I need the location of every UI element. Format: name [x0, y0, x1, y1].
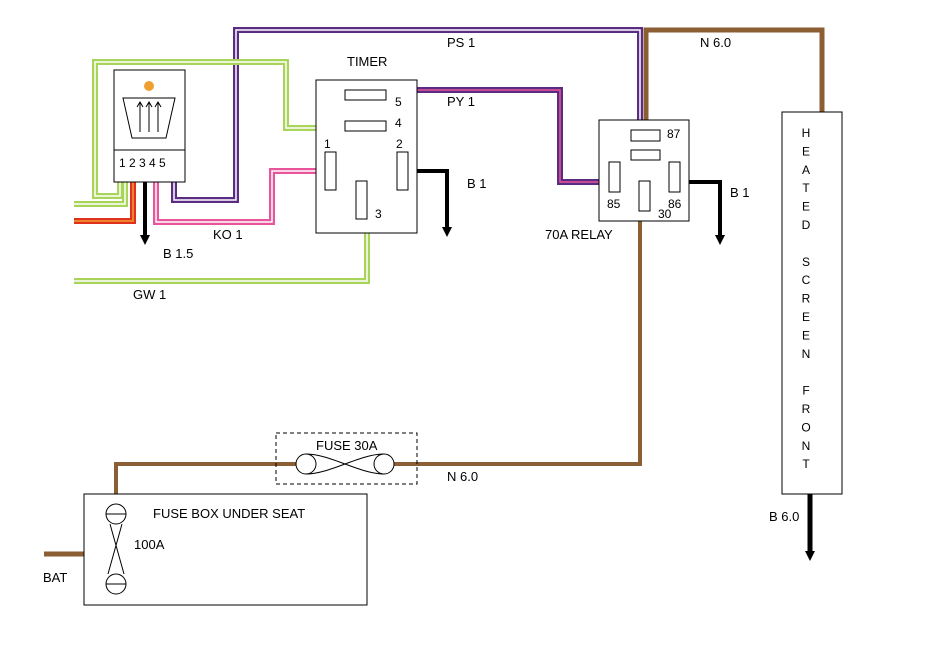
- relay-terminal-86: [668, 161, 681, 193]
- wire-label-b-timer: B 1: [467, 176, 487, 191]
- relay-terminal-87: [630, 129, 661, 142]
- battery-label: BAT: [43, 570, 67, 585]
- wire-green-offpage: [74, 182, 128, 207]
- fuse-terminal-right-icon: [373, 453, 395, 475]
- wire-label-b-switch: B 1.5: [163, 246, 193, 261]
- wire-label-ps: PS 1: [447, 35, 475, 50]
- screen-letter: R: [802, 292, 811, 306]
- timer-pin-2: 2: [396, 137, 403, 151]
- screen-letter: E: [802, 310, 810, 324]
- screen-letter: N: [802, 347, 811, 361]
- wire-label-b-relay: B 1: [730, 185, 750, 200]
- relay-pin-85: 85: [607, 197, 621, 211]
- screen-letter: O: [801, 420, 810, 434]
- fuse-link-icon: [305, 453, 385, 475]
- wire-label-b-screen: B 6.0: [769, 509, 799, 524]
- wire-red-offpage: [74, 182, 136, 224]
- wire-label-gw: GW 1: [133, 287, 166, 302]
- relay-terminal-85: [608, 161, 621, 193]
- wire-b-timer: [408, 169, 452, 237]
- wire-py: [390, 87, 608, 185]
- fuse-30a: [275, 432, 418, 485]
- wire-green-upper: [92, 59, 345, 199]
- timer-pin-5: 5: [395, 95, 402, 109]
- timer-terminal-4: [344, 120, 387, 132]
- fuse-box-under-seat: [83, 493, 368, 606]
- wire-b-relay: [680, 180, 725, 245]
- screen-letter: E: [802, 328, 810, 342]
- wire-ko: [153, 168, 325, 225]
- switch-indicator-lamp: [144, 81, 154, 91]
- timer-title: TIMER: [347, 54, 387, 69]
- fuse-terminal-left-icon: [295, 453, 317, 475]
- screen-letter: E: [802, 144, 810, 158]
- screen-letter: H: [802, 126, 811, 140]
- relay-pin-86: 86: [668, 197, 682, 211]
- heated-screen-switch: 1 2 3 4 5: [113, 69, 186, 183]
- timer-terminal-3: [355, 180, 368, 220]
- timer-pin-4: 4: [395, 116, 402, 130]
- wire-label-ko: KO 1: [213, 227, 243, 242]
- relay-title: 70A RELAY: [545, 227, 613, 242]
- wire-label-n-top: N 6.0: [700, 35, 731, 50]
- wire-ps: [171, 27, 643, 203]
- timer-unit: 5 4 1 2 3: [315, 79, 418, 234]
- screen-letter: E: [802, 200, 810, 214]
- timer-pin-3: 3: [375, 207, 382, 221]
- relay-70a: 87 85 86 30: [598, 119, 690, 222]
- timer-terminal-2: [396, 151, 409, 191]
- switch-pin-numbers: 1 2 3 4 5: [119, 156, 166, 170]
- screen-letter: N: [802, 439, 811, 453]
- wire-n-bottom: [393, 208, 642, 466]
- wire-gw: [74, 218, 370, 284]
- relay-pin-30: 30: [658, 207, 672, 221]
- fuse-box-title: FUSE BOX UNDER SEAT: [153, 506, 305, 521]
- screen-letter: A: [802, 163, 810, 177]
- wire-n-top: [643, 27, 825, 130]
- screen-letter: D: [802, 218, 811, 232]
- screen-letter: R: [802, 402, 811, 416]
- relay-terminal-30: [638, 180, 651, 212]
- screen-letter: C: [802, 273, 811, 287]
- main-fuse-link-icon: [107, 523, 125, 575]
- screen-letter: F: [802, 384, 809, 398]
- relay-terminal-87a: [630, 149, 661, 161]
- screen-letter: T: [802, 457, 810, 471]
- screen-letter: S: [802, 255, 810, 269]
- wire-label-n-bottom: N 6.0: [447, 469, 478, 484]
- screen-letter: T: [802, 181, 810, 195]
- wire-fuse-to-box: [114, 462, 296, 496]
- timer-terminal-5: [344, 89, 387, 101]
- fuse-30a-label: FUSE 30A: [316, 438, 378, 453]
- timer-pin-1: 1: [324, 137, 331, 151]
- timer-terminal-1: [324, 151, 337, 191]
- relay-pin-87: 87: [667, 127, 681, 141]
- wire-label-py: PY 1: [447, 94, 475, 109]
- main-fuse-rating: 100A: [134, 537, 165, 552]
